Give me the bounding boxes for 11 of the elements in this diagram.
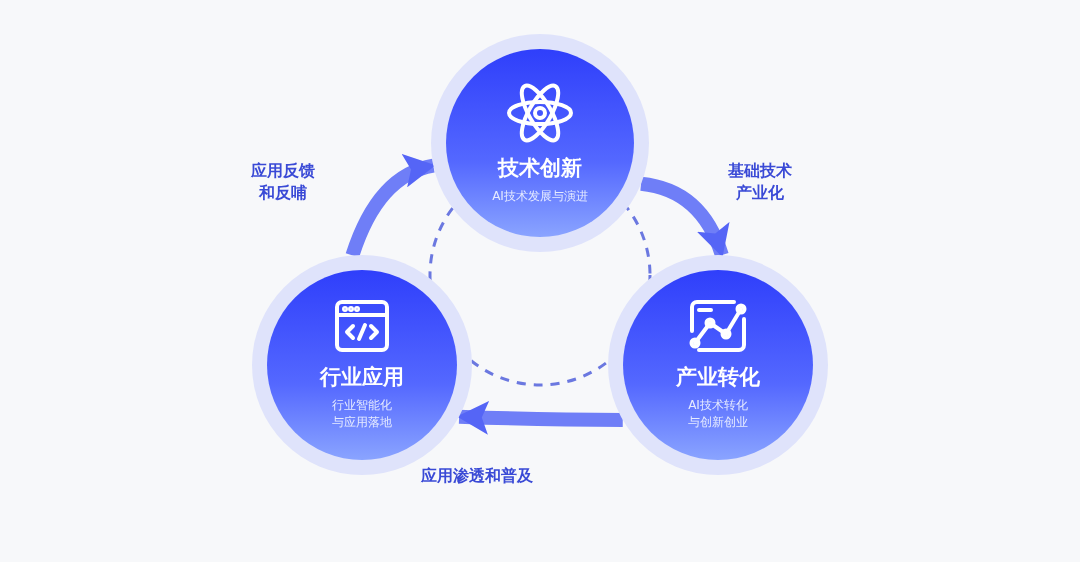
node-subtitle: 行业智能化与应用落地	[331, 397, 393, 431]
arrow	[345, 155, 436, 258]
node-title: 技术创新	[498, 154, 582, 182]
node-subtitle: AI技术转化与创新创业	[687, 397, 749, 431]
node-title: 产业转化	[676, 364, 760, 391]
arrow	[640, 176, 729, 258]
node-title: 行业应用	[320, 364, 404, 391]
edge-label: 基础技术产业化	[725, 160, 795, 204]
node-subtitle: AI技术发展与演进	[492, 187, 588, 205]
arrow	[456, 400, 623, 435]
edge-label: 应用反馈和反哺	[248, 160, 318, 204]
